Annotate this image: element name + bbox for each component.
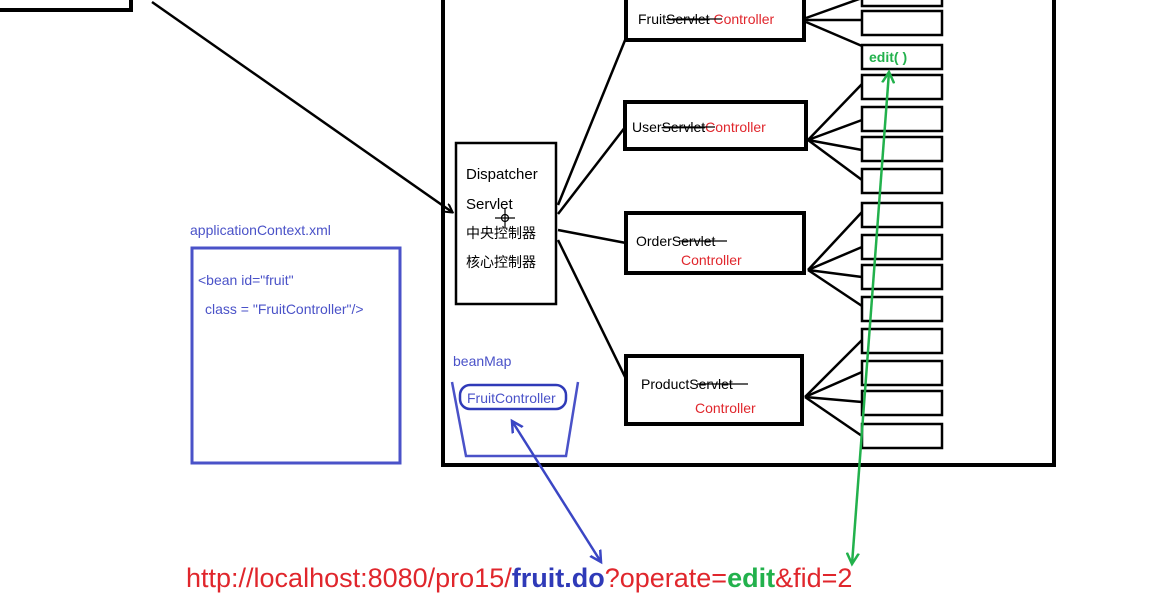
client-box-partial [0, 0, 133, 12]
product-controller-box [624, 354, 804, 426]
order-controller-box [624, 211, 806, 275]
bean-map-item-box [458, 383, 568, 411]
method-boxes [860, 0, 944, 450]
method-box [860, 105, 944, 133]
method-box [860, 135, 944, 163]
method-box [860, 295, 944, 323]
method-box [860, 9, 944, 37]
app-context-box [190, 246, 402, 465]
request-arrow [151, 0, 452, 212]
user-controller-box [623, 100, 808, 151]
method-box [860, 73, 944, 101]
order-controller-suffix: Controller [681, 252, 742, 268]
app-context-line2: class = "FruitController"/> [205, 301, 364, 317]
method-box [860, 0, 944, 8]
fruit-controller-box [624, 0, 806, 42]
app-context-line1: <bean id="fruit" [198, 272, 294, 288]
route-line-order [557, 228, 627, 245]
bean-lookup-arrow [512, 421, 601, 562]
method-box [860, 201, 944, 229]
fruit-controller-label: FruitServlet Controller [638, 11, 774, 27]
method-box [860, 359, 944, 387]
method-box [860, 167, 944, 195]
edit-method-label: edit( ) [869, 49, 907, 65]
method-fan-lines [804, 0, 863, 438]
method-box [860, 389, 944, 417]
dispatcher-line4: 核心控制器 [466, 255, 536, 271]
product-controller-suffix: Controller [695, 400, 756, 416]
bean-map-item: FruitController [467, 390, 556, 406]
dispatcher-servlet-box [454, 141, 558, 306]
route-line-fruit [556, 27, 632, 206]
dispatcher-line2: Servlet [466, 196, 514, 213]
server-container [441, 0, 1056, 467]
edit-method-box [860, 43, 944, 71]
dispatcher-line3: 中央控制器 [466, 226, 536, 242]
method-box [860, 422, 944, 450]
edit-dispatch-arrow [852, 72, 889, 564]
bean-map-title: beanMap [453, 353, 512, 369]
request-url: http://localhost:8080/pro15/fruit.do?ope… [186, 563, 852, 593]
route-line-product [556, 239, 630, 384]
cursor-mark-icon [495, 208, 515, 228]
method-box [860, 327, 944, 355]
app-context-title: applicationContext.xml [190, 222, 331, 238]
dispatcher-line1: Dispatcher [466, 166, 538, 183]
route-line-user [557, 125, 627, 215]
